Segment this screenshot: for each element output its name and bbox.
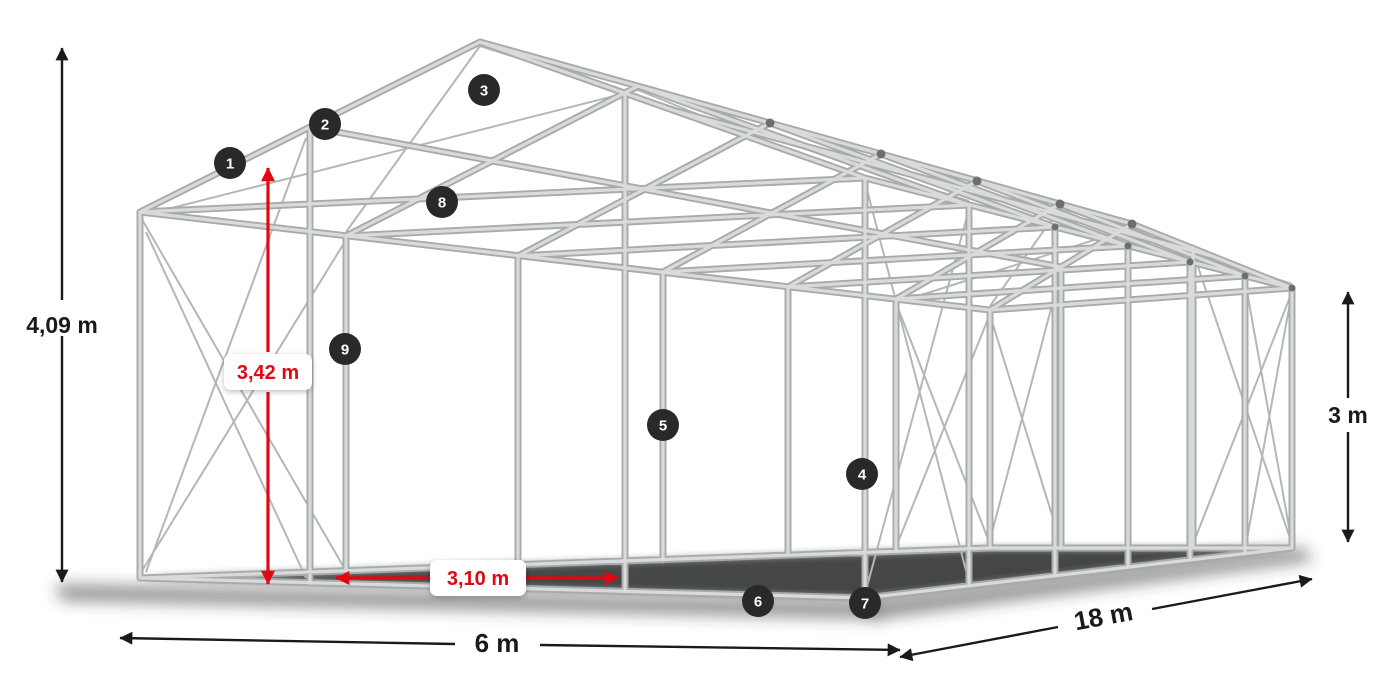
callout-badge-1-label: 1 (226, 156, 234, 173)
callout-badge-7-label: 7 (861, 596, 869, 613)
callout-badge-3: 3 (468, 74, 500, 106)
dimension-annotations: 4,09 m 3 m 3,42 m 3,10 m 6 m 1 8 (26, 47, 1368, 662)
dim-total-height: 4,09 m (26, 47, 98, 583)
dim-inner-height: 3,42 m (224, 167, 312, 585)
dim-width-label: 6 m (475, 628, 520, 658)
dim-total-height-label: 4,09 m (26, 312, 98, 338)
callout-badge-8-label: 8 (438, 195, 446, 212)
dim-length-arrow-right (1151, 574, 1313, 611)
callout-badge-4-label: 4 (858, 467, 867, 484)
callout-badge-5-label: 5 (659, 418, 667, 435)
dim-width-arrow-right (539, 643, 901, 657)
callout-badge-3-label: 3 (480, 83, 488, 100)
dim-side-height: 3 m (1328, 291, 1368, 543)
front-shadow-spill (55, 585, 882, 618)
callout-badge-6-label: 6 (754, 594, 762, 611)
dim-inner-height-label: 3,42 m (237, 362, 299, 384)
dim-width: 6 m (119, 628, 901, 658)
dim-width-arrow-left (119, 631, 456, 646)
callout-badge-1: 1 (214, 147, 246, 179)
ridge-connectors (765, 118, 1296, 292)
callout-badge-7: 7 (849, 587, 881, 619)
dim-inner-span-label-box (430, 560, 526, 596)
callout-badge-2-label: 2 (321, 117, 329, 134)
callout-badge-5: 5 (647, 409, 679, 441)
callout-badge-9-label: 9 (341, 342, 349, 359)
tent-frame (140, 42, 1296, 598)
dim-inner-span-label: 3,10 m (447, 568, 509, 590)
callout-badge-9: 9 (329, 333, 361, 365)
dim-inner-span: 3,10 m (335, 560, 619, 596)
callout-badge-6: 6 (742, 585, 774, 617)
callout-badge-4: 4 (846, 458, 878, 490)
dim-side-height-label: 3 m (1328, 402, 1368, 428)
dim-length-label: 18 m (1071, 596, 1135, 636)
callout-badges: 1 2 3 4 5 6 7 8 (214, 74, 881, 619)
callout-badge-2: 2 (309, 108, 341, 140)
callout-badge-8: 8 (426, 186, 458, 218)
side-shadow-spill (860, 548, 1314, 618)
dim-inner-height-label-box (224, 354, 312, 390)
dim-length-arrow-left (899, 625, 1059, 662)
